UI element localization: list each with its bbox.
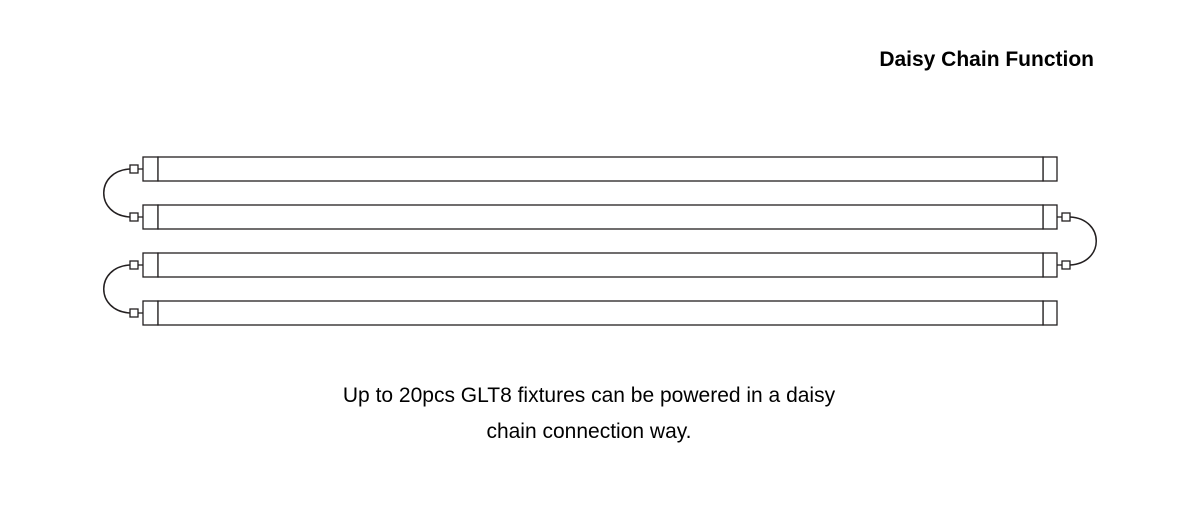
tube-2-left-cap	[142, 204, 159, 230]
daisy-chain-cable-2	[1069, 216, 1097, 266]
led-tube-2	[129, 204, 1071, 230]
tube-1-body	[157, 156, 1044, 182]
caption-line-2: chain connection way.	[486, 420, 692, 443]
led-tube-1	[129, 156, 1058, 182]
tube-2-right-plug	[1061, 212, 1071, 222]
tube-3-left-plug	[129, 260, 139, 270]
led-tube-4	[129, 300, 1058, 326]
tube-4-left-cap	[142, 300, 159, 326]
tube-3-left-cap	[142, 252, 159, 278]
cables-layer	[103, 168, 1097, 314]
tube-2-left-plug	[129, 212, 139, 222]
tube-3-right-plug	[1061, 260, 1071, 270]
diagram-title: Daisy Chain Function	[879, 48, 1094, 71]
tube-2-right-cap	[1042, 204, 1058, 230]
tubes-layer	[129, 156, 1071, 326]
tube-1-right-cap	[1042, 156, 1058, 182]
tube-3-body	[157, 252, 1044, 278]
daisy-chain-cable-1	[103, 168, 131, 218]
tube-2-body	[157, 204, 1044, 230]
caption: Up to 20pcs GLT8 fixtures can be powered…	[0, 378, 1178, 450]
tube-4-left-plug	[129, 308, 139, 318]
caption-line-1: Up to 20pcs GLT8 fixtures can be powered…	[342, 384, 836, 407]
tube-1-left-cap	[142, 156, 159, 182]
tube-4-body	[157, 300, 1044, 326]
tube-3-right-cap	[1042, 252, 1058, 278]
tube-1-left-plug	[129, 164, 139, 174]
daisy-chain-cable-3	[103, 264, 131, 314]
led-tube-3	[129, 252, 1071, 278]
tube-4-right-cap	[1042, 300, 1058, 326]
